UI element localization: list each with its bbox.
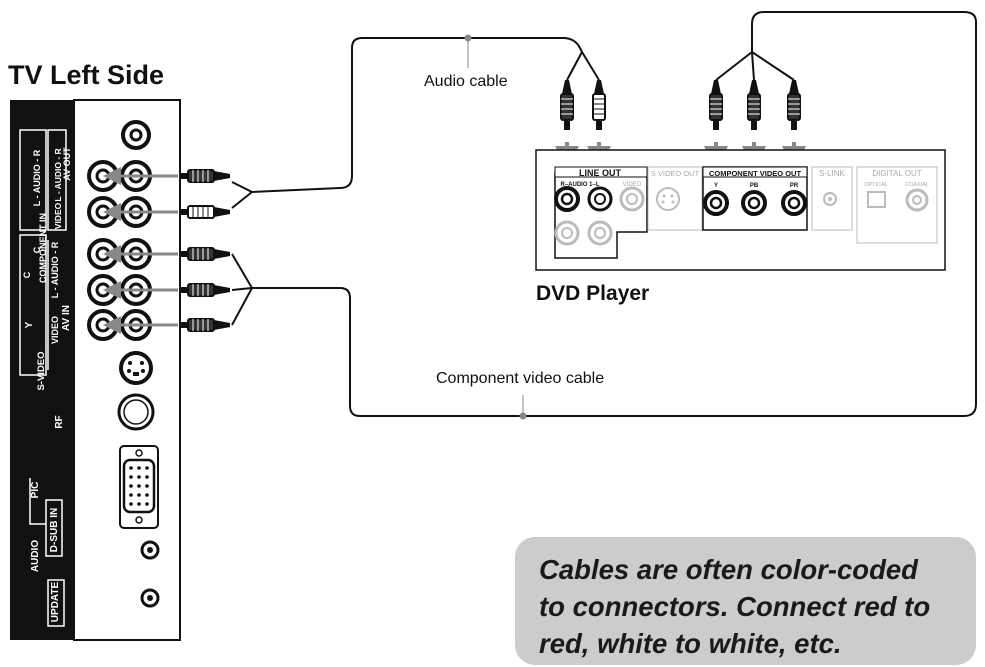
tv-label-s-video: S-VIDEO xyxy=(36,351,47,390)
dvd-label-line-out: LINE OUT xyxy=(579,168,622,178)
tv-label-pic: PIC xyxy=(30,482,41,499)
tv-label-cr-pr: C xyxy=(22,271,32,278)
tv-audio-mini-jacks xyxy=(140,540,160,608)
rca-plug xyxy=(787,80,801,130)
tv-label-av-in: AV IN xyxy=(61,305,72,331)
tv-label-audio: AUDIO xyxy=(30,540,41,572)
d-sub-pin xyxy=(145,493,149,497)
tv-side-plugs xyxy=(180,169,230,332)
d-sub-pin xyxy=(145,502,149,506)
d-sub-pin xyxy=(129,502,133,506)
rca-plug xyxy=(560,80,574,130)
tv-label-video-in: VIDEO xyxy=(50,316,60,344)
tv-label-d-sub-in: D-SUB IN xyxy=(49,508,60,552)
rca-plug xyxy=(592,80,606,130)
tv-label-update: UPDATE xyxy=(50,581,61,622)
tv-rf-jack xyxy=(117,393,155,431)
dvd-label-digital-out: DIGITAL OUT xyxy=(872,169,921,178)
tv-label-rf: RF xyxy=(54,415,65,428)
tv-panel: L - AUDIO - R VIDEO AV OUT L - AUDIO - R… xyxy=(10,99,181,641)
tv-label-video-out: VIDEO xyxy=(53,202,63,229)
rca-plug xyxy=(180,283,230,297)
d-sub-pin xyxy=(129,466,133,470)
dvd-label-coaxial: COAXIAL xyxy=(905,182,929,188)
dvd-panel: LINE OUT R–AUDIO 1–L VIDEO S VIDEO OUT C… xyxy=(535,149,946,271)
tv-label-audio-lr-top: L - AUDIO - R xyxy=(53,148,63,201)
dvd-side-plugs xyxy=(560,80,801,130)
rca-plug xyxy=(180,247,230,261)
rca-plug xyxy=(709,80,723,130)
d-sub-pin xyxy=(129,493,133,497)
d-sub-pin xyxy=(137,466,141,470)
dvd-label-pb: PB xyxy=(750,183,759,189)
dvd-label-s-link: S-LINK xyxy=(819,169,845,178)
d-sub-pin xyxy=(145,466,149,470)
dvd-label-optical: OPTICAL xyxy=(864,182,888,188)
dvd-label-s-video-out: S VIDEO OUT xyxy=(651,169,700,178)
rca-plug xyxy=(180,318,230,332)
d-sub-pin xyxy=(145,475,149,479)
d-sub-pin xyxy=(129,484,133,488)
tv-s-video-jack xyxy=(119,351,153,385)
dvd-label-component-video-out: COMPONENT VIDEO OUT xyxy=(709,169,802,178)
rca-plug xyxy=(180,205,230,219)
component-video-cable-label: Component video cable xyxy=(436,370,605,387)
dvd-label-video: VIDEO xyxy=(623,182,642,188)
d-sub-pin xyxy=(145,484,149,488)
component-video-cable xyxy=(231,11,977,420)
note-line-2: to connectors. Connect red to xyxy=(539,591,931,622)
dvd-label-y: Y xyxy=(714,183,718,189)
tv-label-audio-lr-mid: L - AUDIO - R xyxy=(32,149,42,206)
d-sub-pin xyxy=(137,475,141,479)
d-sub-pin xyxy=(137,484,141,488)
rca-plug xyxy=(180,169,230,183)
tv-label-av-out: AV OUT xyxy=(62,147,72,181)
d-sub-pin xyxy=(137,502,141,506)
d-sub-pin xyxy=(137,493,141,497)
dvd-label-r-audio: R–AUDIO 1–L xyxy=(560,182,599,188)
tv-label-component-in: COMPONENT IN xyxy=(38,213,48,283)
tv-label-audio-lr-in: L - AUDIO - R xyxy=(50,241,60,298)
dvd-player-title: DVD Player xyxy=(536,282,650,305)
note-line-1: Cables are often color-coded xyxy=(539,554,918,585)
audio-cable-label: Audio cable xyxy=(424,73,508,90)
tv-label-y: Y xyxy=(24,321,35,328)
dvd-label-pr: PR xyxy=(790,183,799,189)
tv-d-sub-connector xyxy=(119,445,159,529)
note-line-3: red, white to white, etc. xyxy=(539,628,842,659)
color-coding-note: Cables are often color-coded to connecto… xyxy=(515,537,976,665)
d-sub-pin xyxy=(129,475,133,479)
tv-label-cb-pb: C xyxy=(32,246,42,253)
tv-side-title: TV Left Side xyxy=(8,60,165,90)
audio-cable xyxy=(231,34,600,209)
rca-plug xyxy=(747,80,761,130)
